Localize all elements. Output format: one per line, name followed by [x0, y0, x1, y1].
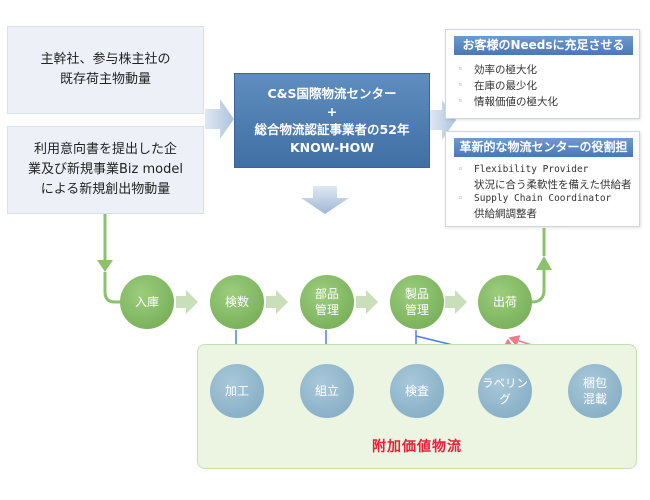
role-panel-title: 革新的な物流センターの役割担当: [454, 138, 633, 173]
output-arrow: [430, 100, 456, 140]
center-line-3: 総合物流認証事業者の52年: [254, 121, 410, 137]
role-item-name: Flexibility Provider: [474, 164, 589, 175]
process-node-inspection: 検査: [390, 364, 444, 418]
flow-node-label: 出荷: [492, 295, 517, 309]
new-volume-line-1: 利用意向書を提出した企: [33, 142, 177, 157]
value-added-label: 附加価値物流: [372, 439, 462, 455]
process-node-assembly: 組立: [300, 364, 354, 418]
role-item-desc: 供給網調整者: [474, 207, 537, 220]
role-item-name: Supply Chain Coordinator: [474, 193, 612, 204]
logistics-center-box: C&S国際物流センター + 総合物流認証事業者の52年 KNOW-HOW: [234, 73, 430, 168]
process-node-label: ラベリング: [482, 376, 528, 406]
needs-item: 在庫の最少化: [456, 78, 558, 94]
process-node-labeling: ラベリング: [478, 364, 532, 418]
existing-volume-line-1: 主幹社、参与株主社の: [40, 52, 171, 67]
role-list: Flexibility Provider 状況に合う柔軟性を備えた供給者 Sup…: [456, 163, 632, 221]
needs-item: 情報価値の極大化: [456, 94, 558, 110]
new-volume-line-2: 業及び新規事業Biz model: [28, 162, 183, 177]
center-line-1: C&S国際物流センター: [267, 85, 397, 101]
process-node-packing: 梱包 混載: [568, 364, 622, 418]
role-item: Flexibility Provider 状況に合う柔軟性を備えた供給者: [456, 163, 632, 192]
flow-node-product-management: 製品 管理: [390, 275, 444, 329]
left-flow-curve: [103, 272, 120, 304]
process-node-label: 検査: [404, 384, 429, 398]
flow-node-label: 検数: [224, 295, 249, 309]
process-node-label: 組立: [314, 384, 339, 398]
main-flow-arrows: [176, 290, 467, 314]
flow-node-shipping: 出荷: [478, 275, 532, 329]
down-arrow: [301, 186, 349, 214]
flow-node-label: 入庫: [134, 295, 159, 309]
needs-item: 効率の極大化: [456, 62, 558, 78]
existing-volume-box: 主幹社、参与株主社の 既存荷主物動量: [7, 26, 204, 114]
right-flow-curve: [531, 268, 546, 304]
center-line-4: KNOW-HOW: [289, 139, 375, 155]
flow-node-label: 製品 管理: [404, 287, 429, 317]
role-panel: 革新的な物流センターの役割担当 Flexibility Provider 状況に…: [445, 131, 640, 227]
center-line-2: +: [326, 103, 338, 119]
needs-panel-title: お客様のNeedsに充足させる: [454, 36, 633, 55]
right-flow-arrowhead: [536, 256, 552, 270]
needs-panel: お客様のNeedsに充足させる 効率の極大化 在庫の最少化 情報価値の極大化: [445, 29, 640, 119]
role-item-desc: 状況に合う柔軟性を備えた供給者: [474, 178, 632, 191]
process-node-processing: 加工: [210, 364, 264, 418]
role-item: Supply Chain Coordinator 供給網調整者: [456, 192, 632, 221]
flow-node-receiving: 入庫: [120, 275, 174, 329]
left-flow-arrowhead: [97, 260, 113, 272]
input-arrow: [205, 99, 234, 139]
new-volume-line-3: による新規創出物動量: [40, 182, 171, 197]
process-node-label: 梱包 混載: [582, 376, 607, 406]
existing-volume-line-2: 既存荷主物動量: [59, 72, 151, 87]
needs-list: 効率の極大化 在庫の最少化 情報価値の極大化: [456, 62, 558, 110]
new-volume-box: 利用意向書を提出した企 業及び新規事業Biz model による新規創出物動量: [7, 126, 204, 214]
process-node-label: 加工: [224, 384, 249, 398]
flow-node-counting: 検数: [210, 275, 264, 329]
flow-node-label: 部品 管理: [314, 287, 339, 317]
flow-node-parts-management: 部品 管理: [300, 275, 354, 329]
